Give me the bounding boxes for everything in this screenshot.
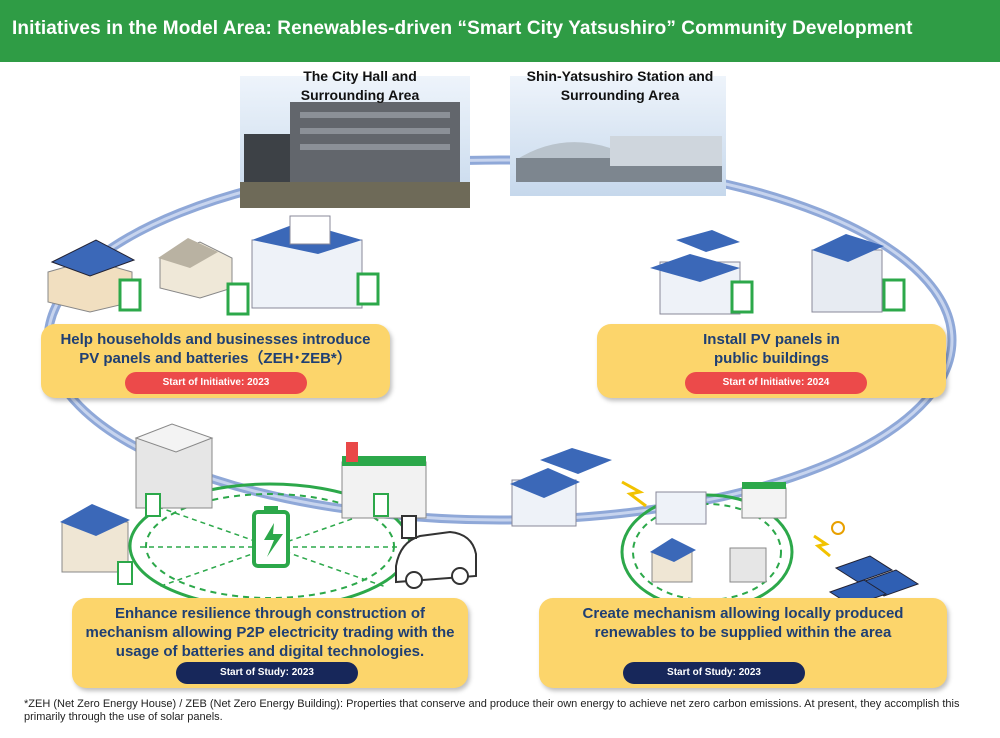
station-label: Shin-Yatsushiro Station and Surrounding … — [526, 68, 714, 103]
households-badge: Start of Initiative: 2023 — [125, 372, 307, 394]
resilience-badge: Start of Study: 2023 — [176, 662, 358, 684]
public-badge: Start of Initiative: 2024 — [685, 372, 867, 394]
city-hall-label: The City Hall and Surrounding Area — [300, 68, 420, 103]
public-buildings-illustration — [650, 230, 906, 315]
public-text: Install PV panels in public buildings — [703, 331, 840, 367]
households-card: Help households and businesses introduce… — [41, 324, 390, 398]
diagram: The City Hall and Surrounding Area Shin-… — [0, 62, 1000, 690]
local-badge: Start of Study: 2023 — [623, 662, 805, 684]
station-photo — [510, 76, 726, 196]
local-card: Create mechanism allowing locally produc… — [539, 598, 947, 688]
public-card: Install PV panels in public buildings St… — [597, 324, 946, 398]
diagram-graphics — [43, 76, 957, 611]
household-buildings-illustration — [47, 215, 380, 316]
p2p-buildings-illustration — [60, 423, 477, 589]
local-supply-buildings-illustration — [510, 448, 920, 607]
page-title: Initiatives in the Model Area: Renewable… — [12, 18, 913, 39]
footnote: *ZEH (Net Zero Energy House) / ZEB (Net … — [24, 698, 960, 723]
resilience-card: Enhance resilience through construction … — [72, 598, 468, 688]
resilience-text: Enhance resilience through construction … — [85, 605, 455, 660]
city-hall-photo — [240, 76, 470, 208]
title-bar: Initiatives in the Model Area: Renewable… — [0, 0, 1000, 62]
households-text: Help households and businesses introduce… — [60, 331, 371, 367]
local-text: Create mechanism allowing locally produc… — [582, 605, 904, 641]
